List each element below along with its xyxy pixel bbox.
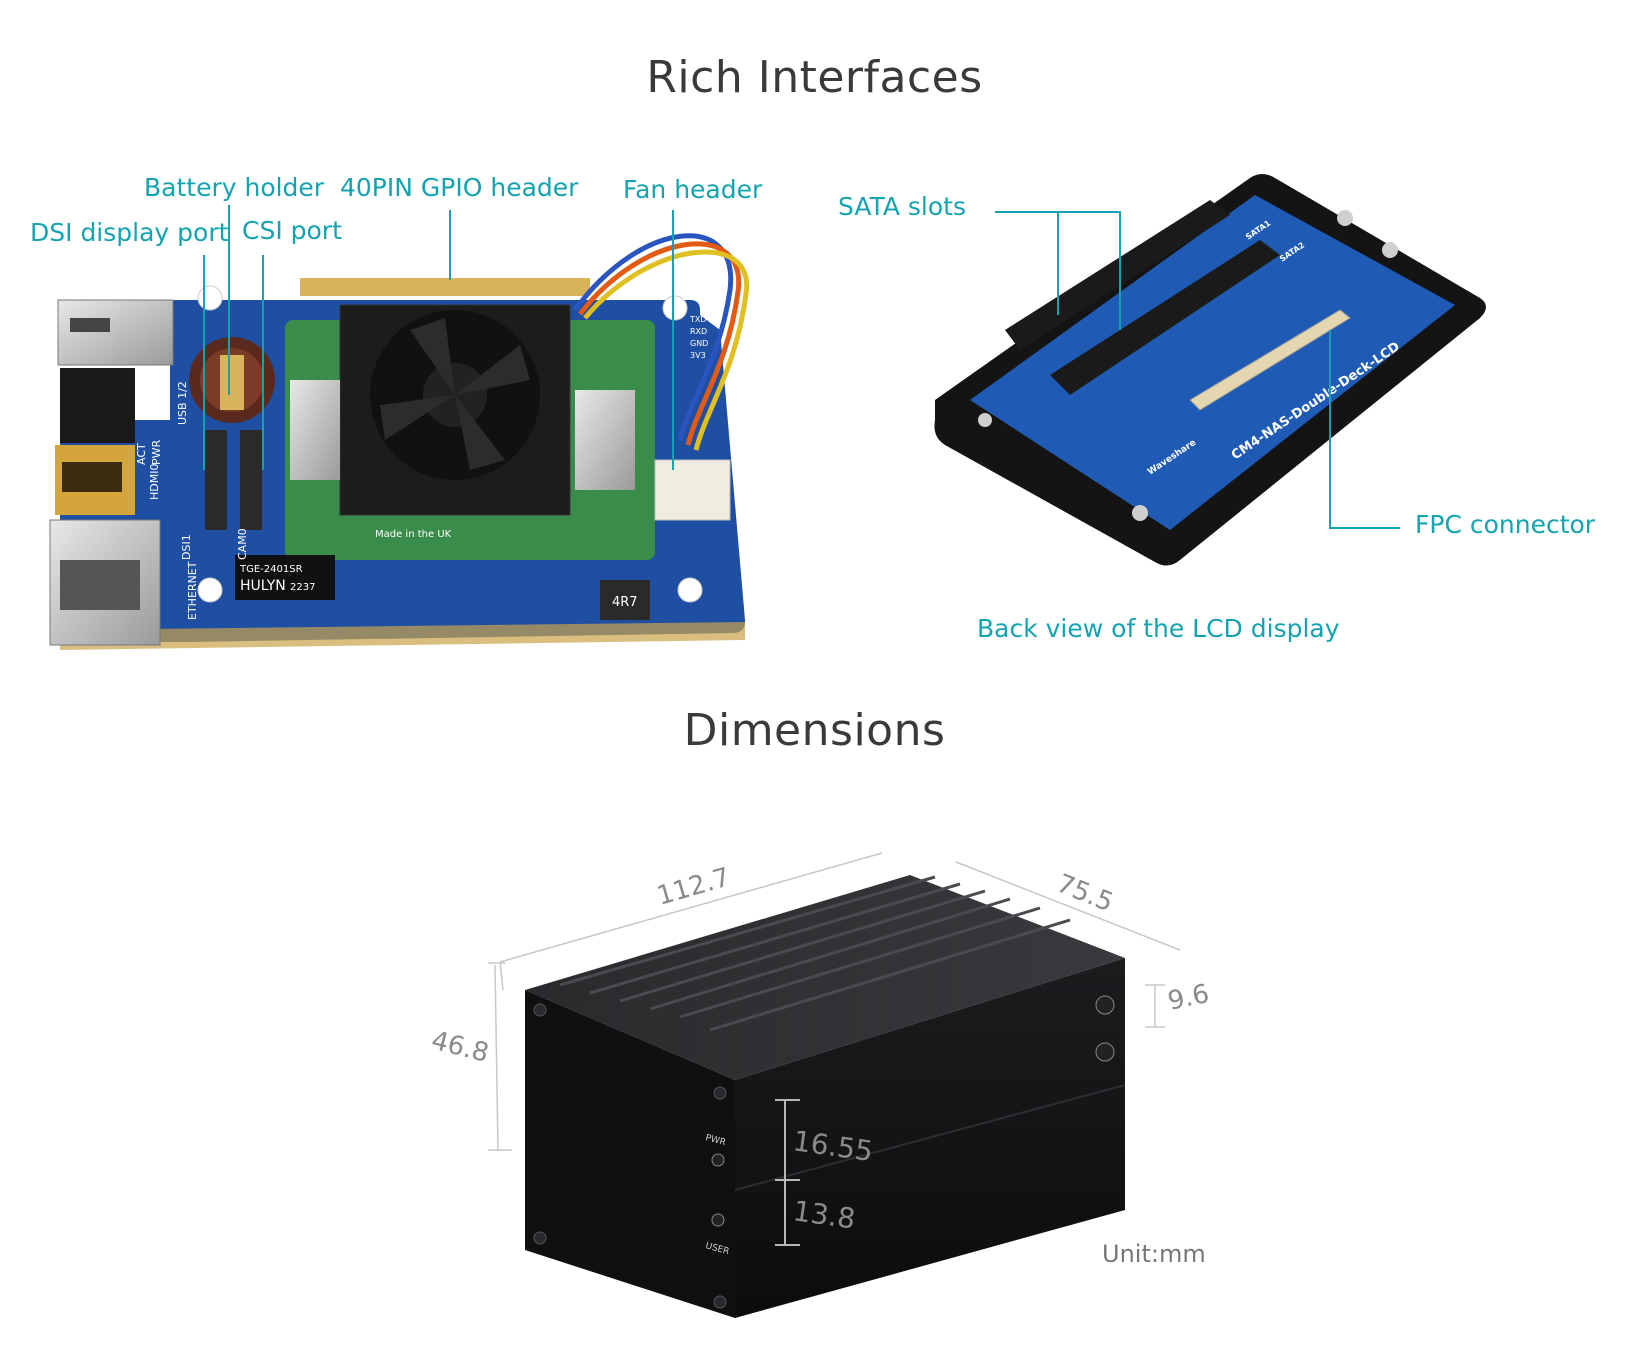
lcd-board: CM4-NAS-Double-Deck-LCD Waveshare SATA1 … — [934, 174, 1486, 566]
silk-rxd: RXD — [690, 327, 707, 336]
front-dimension-lines — [775, 1099, 800, 1246]
section-title-rich-interfaces: Rich Interfaces — [646, 52, 983, 103]
silk-dsi1: DSI1 — [180, 534, 193, 560]
board-leader-lines — [203, 205, 674, 470]
silk-gnd: GND — [690, 339, 708, 348]
silk-ethernet: ETHERNET — [186, 561, 199, 620]
silk-cam0: CAM0 — [236, 528, 249, 560]
silk-made-in: Made in the UK — [375, 529, 452, 540]
dim-button-spacing: 9.6 — [1165, 979, 1212, 1017]
label-fan-header: Fan header — [623, 175, 763, 204]
silk-chip-part: TGE-2401SR — [239, 564, 303, 575]
dimension-lines — [488, 852, 1181, 1151]
label-gpio-header: 40PIN GPIO header — [340, 173, 579, 202]
carrier-board: USB 1/2 HDMI0 DSI1 CAM0 ETHERNET ACT PWR… — [49, 233, 750, 650]
dim-width: 75.5 — [1052, 869, 1117, 919]
silk-pwr: PWR — [150, 439, 163, 465]
dimension-values: 112.7 75.5 46.8 9.6 16.55 13.8 — [428, 862, 1212, 1235]
silk-chip-date: 2237 — [290, 582, 315, 593]
unit-label: Unit:mm — [1102, 1240, 1206, 1268]
silk-3v3: 3V3 — [690, 351, 706, 360]
enclosure: PWR USER — [525, 875, 1126, 1318]
lcd-caption: Back view of the LCD display — [977, 614, 1340, 643]
section-title-dimensions: Dimensions — [683, 705, 946, 756]
label-dsi-port: DSI display port — [30, 218, 229, 247]
silk-act: ACT — [135, 443, 148, 465]
label-fpc-connector: FPC connector — [1415, 510, 1596, 539]
silk-hdmi: HDMI0 — [148, 464, 161, 500]
label-sata-slots: SATA slots — [838, 192, 966, 221]
dim-length: 112.7 — [654, 862, 734, 911]
silk-chip: HULYN — [240, 578, 286, 594]
label-battery-holder: Battery holder — [144, 173, 325, 202]
silk-usb: USB 1/2 — [176, 381, 189, 425]
label-csi-port: CSI port — [242, 216, 342, 245]
lcd-leader-lines — [995, 211, 1400, 529]
silk-txd: TXD — [689, 315, 707, 324]
dim-height: 46.8 — [428, 1026, 491, 1069]
silk-inductor: 4R7 — [612, 595, 638, 610]
